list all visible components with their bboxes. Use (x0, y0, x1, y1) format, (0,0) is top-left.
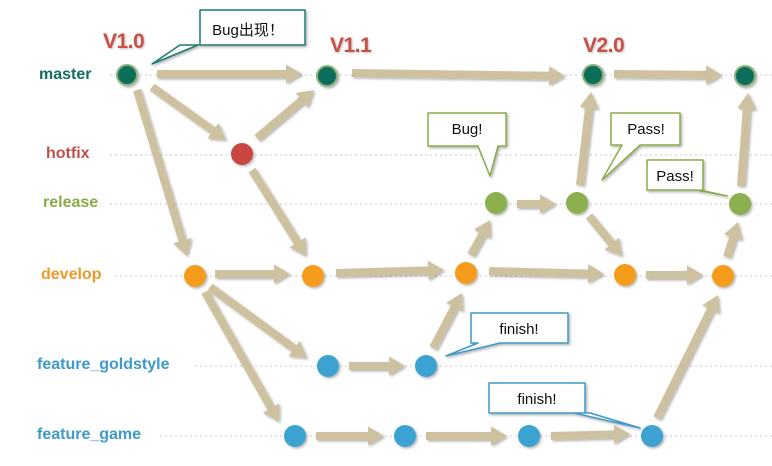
callout-pass-release-text: Pass! (656, 168, 694, 185)
callout-release-bug: Bug! (427, 112, 507, 177)
develop-commit-2 (302, 265, 324, 287)
callout-finish-game-text: finish! (517, 391, 556, 408)
arrow-release-1-to-2 (517, 194, 556, 214)
release-commit-1 (485, 192, 507, 214)
lane-label-develop: develop (41, 266, 102, 283)
version-label-v1-0: V1.0 (103, 30, 145, 53)
arrow-v2-0-to-final (614, 65, 722, 85)
version-label-v2-0: V2.0 (583, 34, 625, 57)
callout-release-bug-text: Bug! (452, 121, 483, 138)
arrow-hotfix-to-v1-1 (254, 90, 314, 142)
arrow-develop-to-release (467, 220, 491, 257)
lane-label-feature-game: feature_game (37, 426, 142, 443)
callout-bug-found: Bug出现！ (151, 9, 306, 65)
arrow-game-2-to-3 (426, 426, 507, 446)
arrow-goldstyle-1-to-2 (349, 356, 405, 376)
lane-label-hotfix: hotfix (46, 145, 90, 162)
arrow-release-to-master-v2-0 (576, 92, 599, 186)
develop-commit-1 (184, 265, 206, 287)
goldstyle-commit-1 (317, 355, 339, 377)
arrow-goldstyle-to-develop (429, 293, 463, 350)
master-commit-v2-0 (582, 64, 604, 86)
arrow-master-to-hotfix (149, 83, 226, 140)
callout-pass-master-text: Pass! (627, 121, 665, 138)
arrow-develop-to-release-3 (723, 222, 743, 259)
game-commit-3 (518, 425, 540, 447)
arrow-master-to-v1-1 (157, 64, 302, 84)
arrow-hotfix-to-develop (248, 167, 306, 256)
callout-finish-goldstyle-text: finish! (499, 321, 538, 338)
merge-arrows (133, 64, 757, 446)
develop-commit-5 (712, 265, 734, 287)
goldstyle-commit-2 (415, 355, 437, 377)
arrow-game-to-develop (653, 295, 720, 420)
arrow-develop-2-to-3 (335, 260, 444, 280)
lane-label-release: release (43, 194, 99, 211)
arrow-v1-1-to-v2-0 (351, 66, 565, 86)
game-commit-1 (284, 425, 306, 447)
hotfix-commit (231, 143, 253, 165)
callout-finish-game: finish! (488, 382, 641, 429)
callouts: Bug出现！ Bug! Pass! Pass! finish! finish! (151, 9, 728, 429)
arrow-develop-4-to-5 (646, 265, 703, 285)
arrow-game-1-to-2 (316, 426, 384, 446)
callout-finish-goldstyle: finish! (445, 312, 569, 357)
version-label-v1-1: V1.1 (330, 34, 372, 57)
arrow-game-3-to-4 (550, 424, 630, 444)
game-commit-4 (641, 425, 663, 447)
arrow-develop-3-to-4 (488, 264, 604, 284)
master-commit-final (734, 65, 756, 87)
callout-pass-master: Pass! (601, 112, 681, 181)
arrow-release-to-develop (585, 213, 622, 256)
arrow-develop-to-game (201, 290, 280, 422)
lane-label-master: master (39, 66, 92, 83)
develop-commit-3 (455, 262, 477, 284)
callout-bug-found-text: Bug出现！ (212, 22, 284, 39)
master-commit-v1-1 (316, 65, 338, 87)
lane-label-feature-goldstyle: feature_goldstyle (37, 356, 170, 373)
commit-nodes (116, 64, 756, 447)
arrow-develop-to-goldstyle (207, 283, 307, 358)
arrow-release-to-master-final (737, 93, 757, 187)
release-commit-3 (729, 193, 751, 215)
develop-commit-4 (614, 264, 636, 286)
game-commit-2 (394, 425, 416, 447)
master-commit-v1-0 (116, 64, 138, 86)
release-commit-2 (566, 192, 588, 214)
arrow-master-to-develop (133, 88, 192, 256)
arrow-develop-1-to-2 (215, 264, 290, 284)
callout-pass-release: Pass! (646, 159, 728, 197)
